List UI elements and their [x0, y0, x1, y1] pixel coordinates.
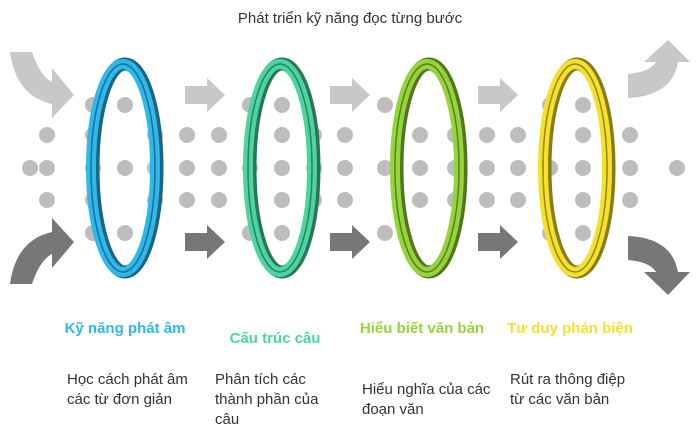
- stage-2-description: Phân tích các thành phần của câu: [215, 371, 319, 428]
- curved-arrow-icon: [10, 218, 74, 284]
- diagram-title: Phát triển kỹ năng đọc từng bước: [237, 10, 463, 27]
- particle-dot: [377, 160, 393, 176]
- particle-dot: [211, 192, 227, 208]
- particle-dot: [274, 225, 290, 241]
- particle-dot: [479, 192, 495, 208]
- particle-dot: [179, 160, 195, 176]
- stage-2-title: Cấu trúc câu: [229, 330, 321, 347]
- particle-dot: [274, 192, 290, 208]
- particle-dot: [412, 160, 428, 176]
- particle-dot: [622, 192, 638, 208]
- curved-arrow-icon: [10, 52, 74, 118]
- particle-dot: [211, 160, 227, 176]
- particle-dot: [510, 160, 526, 176]
- particle-dot: [479, 160, 495, 176]
- curved-arrow-icon: [628, 236, 690, 295]
- stage-ring-outline: [90, 63, 156, 273]
- right-arrow-icon: [185, 78, 225, 112]
- particle-dot: [669, 160, 685, 176]
- stage-3-title: Hiểu biết văn bản: [359, 320, 485, 337]
- particle-dot: [575, 127, 591, 143]
- particle-dot: [117, 225, 133, 241]
- stage-3-description: Hiểu nghĩa của các đoạn văn: [362, 381, 491, 418]
- particle-dot: [412, 127, 428, 143]
- stage-4-title: Tư duy phản biện: [507, 320, 633, 337]
- curved-arrow-icon: [628, 40, 690, 98]
- particle-dot: [510, 192, 526, 208]
- particle-dot: [622, 127, 638, 143]
- particle-dot: [179, 192, 195, 208]
- stage-ring-outline: [394, 63, 460, 273]
- particle-dot: [337, 192, 353, 208]
- right-arrow-icon: [478, 78, 518, 112]
- particle-dot: [117, 160, 133, 176]
- particle-dot: [39, 160, 55, 176]
- particle-dot: [575, 97, 591, 113]
- stage-ring-outline: [542, 63, 608, 273]
- particle-dot: [377, 97, 393, 113]
- particle-dot: [479, 127, 495, 143]
- particle-dot: [622, 160, 638, 176]
- particle-dot: [575, 192, 591, 208]
- stage-1-title: Kỹ năng phát âm: [64, 320, 186, 337]
- particle-dot: [412, 192, 428, 208]
- particle-dot: [39, 127, 55, 143]
- particle-dot: [377, 225, 393, 241]
- stage-4-description: Rút ra thông điệp từ các văn bản: [510, 371, 626, 408]
- right-arrow-icon: [330, 225, 370, 259]
- particle-dot: [575, 225, 591, 241]
- particle-dot: [22, 160, 38, 176]
- particle-dot: [274, 160, 290, 176]
- particle-dot: [575, 160, 591, 176]
- particle-dot: [211, 127, 227, 143]
- right-arrow-icon: [185, 225, 225, 259]
- reading-skills-diagram: [10, 40, 690, 295]
- particle-dot: [274, 127, 290, 143]
- particle-dot: [274, 97, 290, 113]
- particle-dot: [179, 127, 195, 143]
- particle-dot: [117, 97, 133, 113]
- particle-dot: [39, 192, 55, 208]
- stage-1-description: Học cách phát âm các từ đơn giản: [67, 371, 188, 408]
- right-arrow-icon: [478, 225, 518, 259]
- particle-dot: [337, 127, 353, 143]
- stage-ring-outline: [247, 63, 313, 273]
- right-arrow-icon: [330, 78, 370, 112]
- particle-dot: [337, 160, 353, 176]
- particle-dot: [510, 127, 526, 143]
